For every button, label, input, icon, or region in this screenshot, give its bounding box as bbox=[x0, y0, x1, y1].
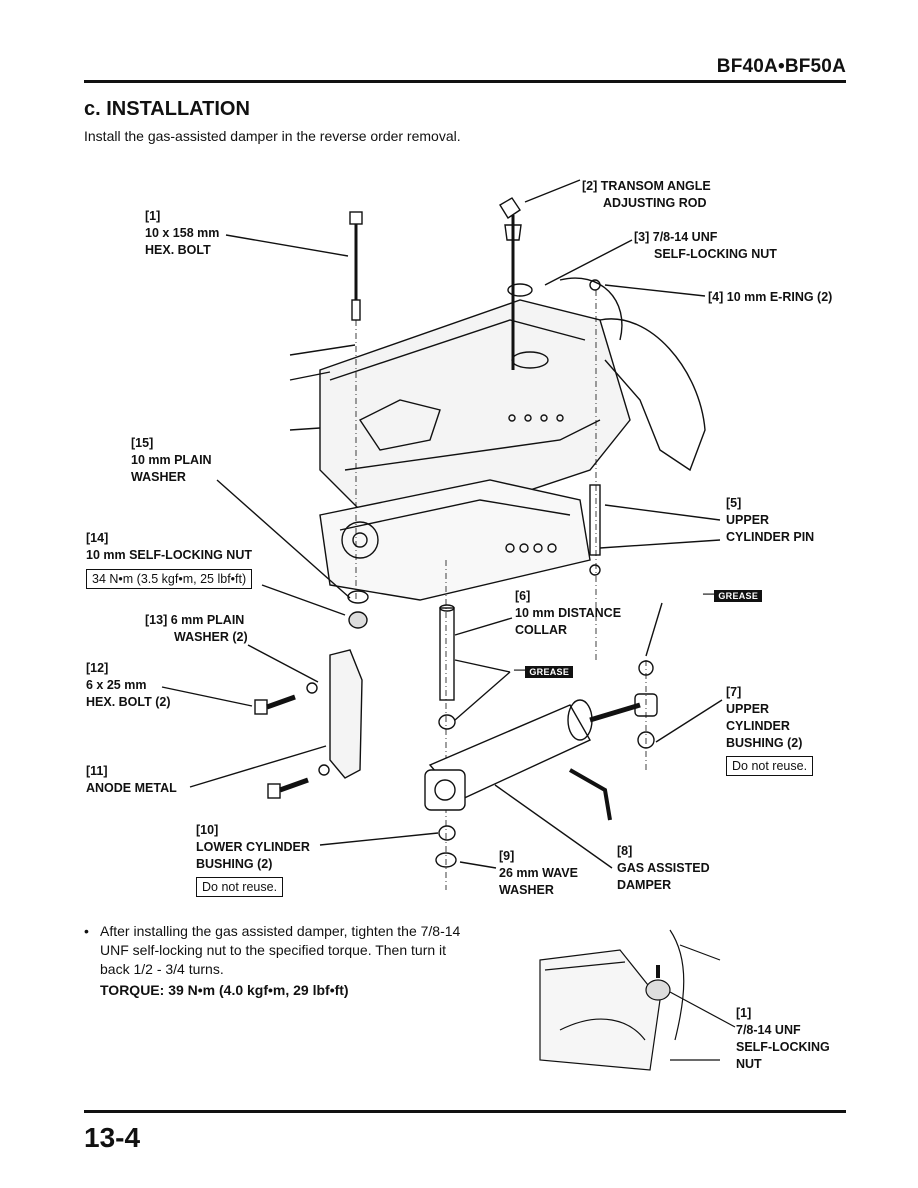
section-intro: Install the gas-assisted damper in the r… bbox=[84, 128, 461, 144]
header-rule bbox=[84, 80, 846, 83]
grease-badge-lower: ─GREASE bbox=[514, 662, 574, 680]
torque-spec: TORQUE: 39 N•m (4.0 kgf•m, 29 lbf•ft) bbox=[100, 982, 349, 998]
do-not-reuse-note-7: Do not reuse. bbox=[726, 756, 814, 776]
installation-note-text: After installing the gas assisted damper… bbox=[100, 923, 461, 977]
label-11-anode-metal: [11]ANODE METAL bbox=[86, 764, 177, 795]
torque-spec-14: 34 N•m (3.5 kgf•m, 25 lbf•ft) bbox=[86, 569, 253, 589]
label-14-self-locking-nut: [14]10 mm SELF-LOCKING NUT bbox=[86, 531, 252, 562]
page-number: 13-4 bbox=[84, 1122, 141, 1153]
grease-icon: GREASE bbox=[714, 590, 763, 602]
section-title: c. INSTALLATION bbox=[84, 98, 250, 120]
grease-badge-upper: ─GREASE bbox=[703, 586, 763, 604]
footer-rule bbox=[84, 1110, 846, 1113]
do-not-reuse-note-10: Do not reuse. bbox=[196, 877, 284, 897]
grease-icon: GREASE bbox=[525, 666, 574, 678]
installation-note: • After installing the gas assisted damp… bbox=[84, 922, 470, 979]
label-4-e-ring: [4] 10 mm E-RING (2) bbox=[708, 290, 833, 304]
manual-model-header: BF40A•BF50A bbox=[716, 56, 846, 77]
